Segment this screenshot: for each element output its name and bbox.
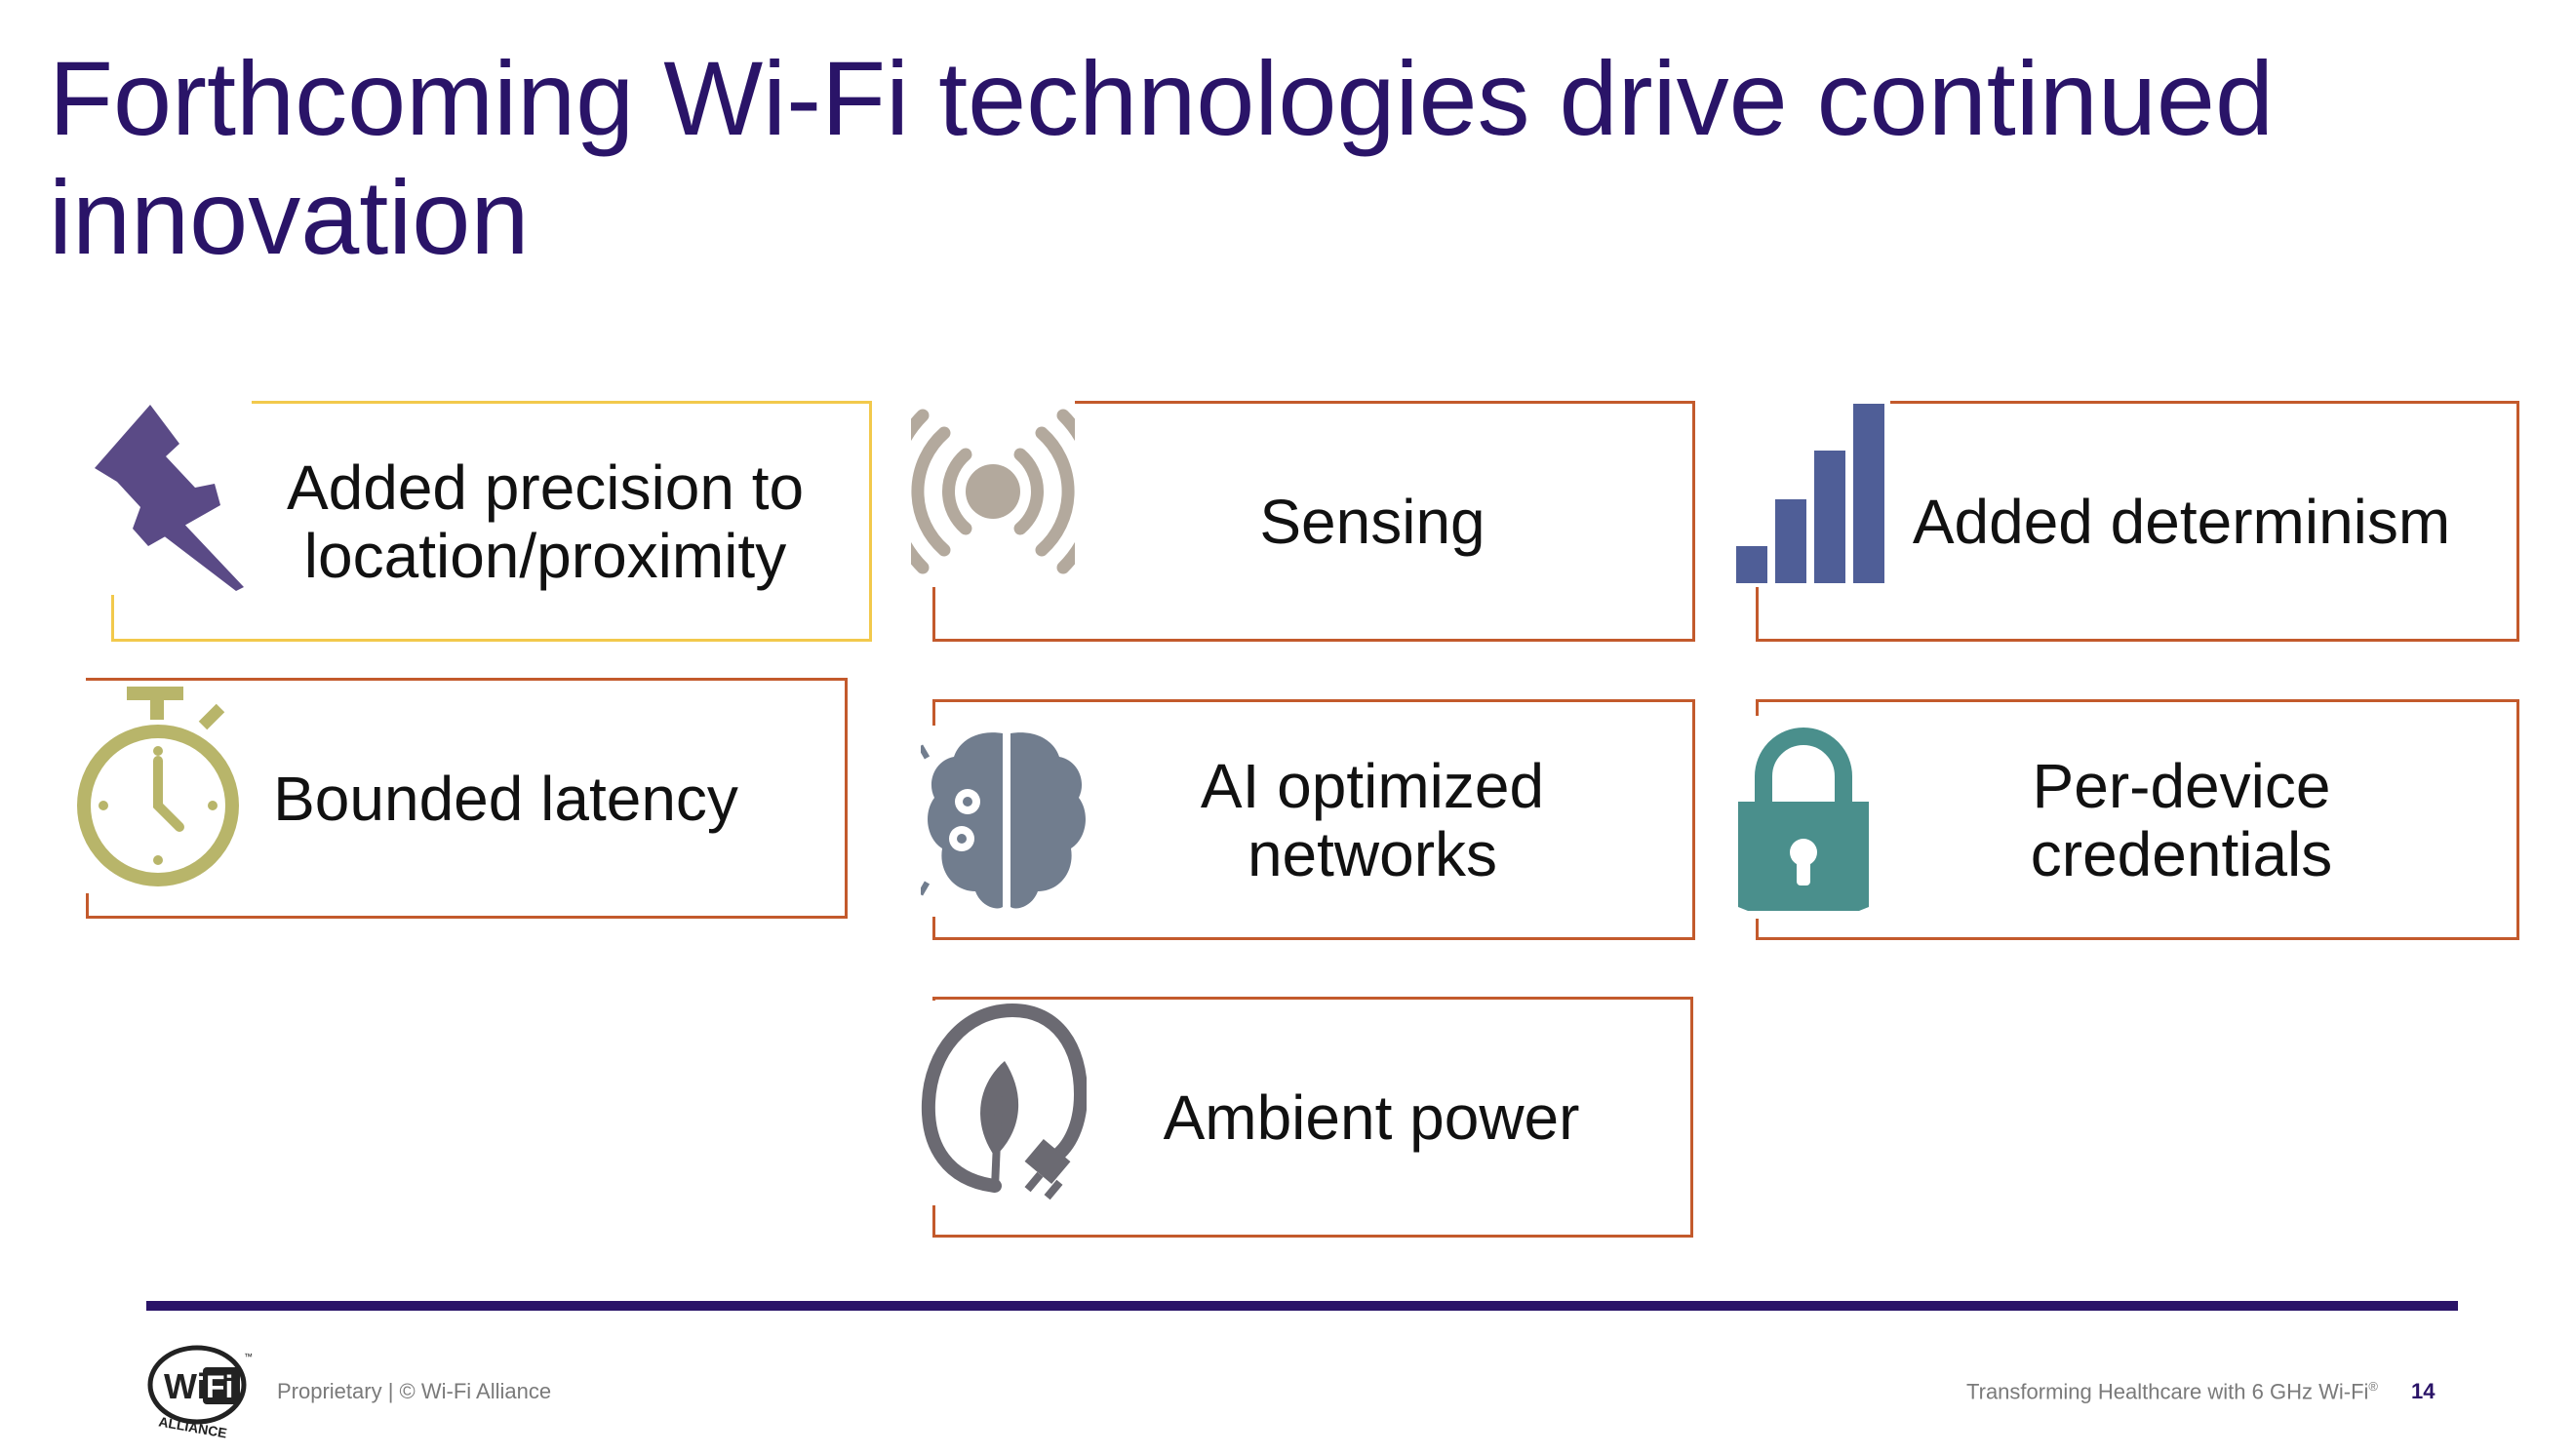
footer-divider	[146, 1301, 2458, 1311]
card-latency-label: Bounded latency	[273, 763, 738, 834]
leaf-plug-icon	[921, 1001, 1087, 1205]
footer-presentation-title: Transforming Healthcare with 6 GHz Wi-Fi…	[1966, 1379, 2378, 1404]
card-ai-label: AI optimized networks	[1200, 750, 1545, 889]
footer-copyright: Proprietary | © Wi-Fi Alliance	[277, 1379, 552, 1403]
svg-text:™: ™	[244, 1352, 253, 1361]
card-location[interactable]: Added precision to location/proximity	[111, 401, 872, 642]
brain-gears-icon	[921, 726, 1092, 917]
padlock-icon	[1734, 716, 1873, 919]
slide-title: Forthcoming Wi-Fi technologies drive con…	[49, 39, 2275, 276]
page-number: 14	[2411, 1379, 2436, 1403]
card-determinism-label: Added determinism	[1912, 486, 2451, 557]
broadcast-signal-icon	[911, 396, 1075, 587]
card-sensing-label: Sensing	[1259, 486, 1486, 557]
card-credentials-label: Per-device credentials	[2030, 750, 2333, 889]
svg-text:Fi: Fi	[206, 1369, 233, 1404]
stopwatch-icon	[74, 681, 242, 893]
card-location-label: Added precision to location/proximity	[286, 452, 805, 591]
wifi-alliance-logo: Wi Fi ™ ALLIANCE	[146, 1342, 256, 1441]
pushpin-icon	[90, 400, 252, 595]
svg-text:Wi: Wi	[164, 1366, 207, 1406]
card-power-label: Ambient power	[1163, 1082, 1580, 1153]
card-credentials[interactable]: Per-device credentials	[1756, 699, 2519, 940]
signal-bars-icon	[1734, 400, 1890, 587]
